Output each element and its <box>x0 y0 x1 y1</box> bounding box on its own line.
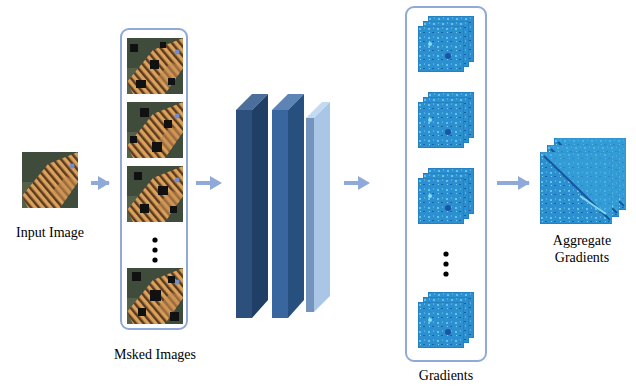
image-node: Aggregate Gradients <box>532 136 632 276</box>
ellipsis-dots <box>152 237 157 262</box>
masked-group: Msked Images <box>112 28 198 368</box>
node-label: Input Image <box>12 224 88 241</box>
flow-arrow <box>91 181 109 185</box>
gradient-group: Gradients <box>398 6 494 386</box>
gradient-map <box>418 292 474 348</box>
node-label: Gradients <box>398 367 494 384</box>
ellipsis-dots <box>443 251 448 276</box>
node-label: Msked Images <box>112 346 198 363</box>
masked-image <box>127 102 183 158</box>
gradient-map <box>418 168 474 224</box>
node-label: Aggregate Gradients <box>542 232 622 266</box>
input-image <box>22 152 78 208</box>
group-outline <box>405 6 487 362</box>
group-outline <box>120 28 188 330</box>
flow-arrow <box>344 176 370 190</box>
flow-arrow <box>196 176 222 190</box>
network-layers <box>236 94 330 318</box>
gradient-map <box>418 92 474 148</box>
aggregate-map <box>540 138 626 224</box>
masked-image <box>127 268 183 324</box>
image-node: Input Image <box>12 150 88 244</box>
masked-image <box>127 38 183 94</box>
gradient-map <box>418 16 474 72</box>
masked-image <box>127 166 183 222</box>
flow-arrow <box>497 181 529 185</box>
